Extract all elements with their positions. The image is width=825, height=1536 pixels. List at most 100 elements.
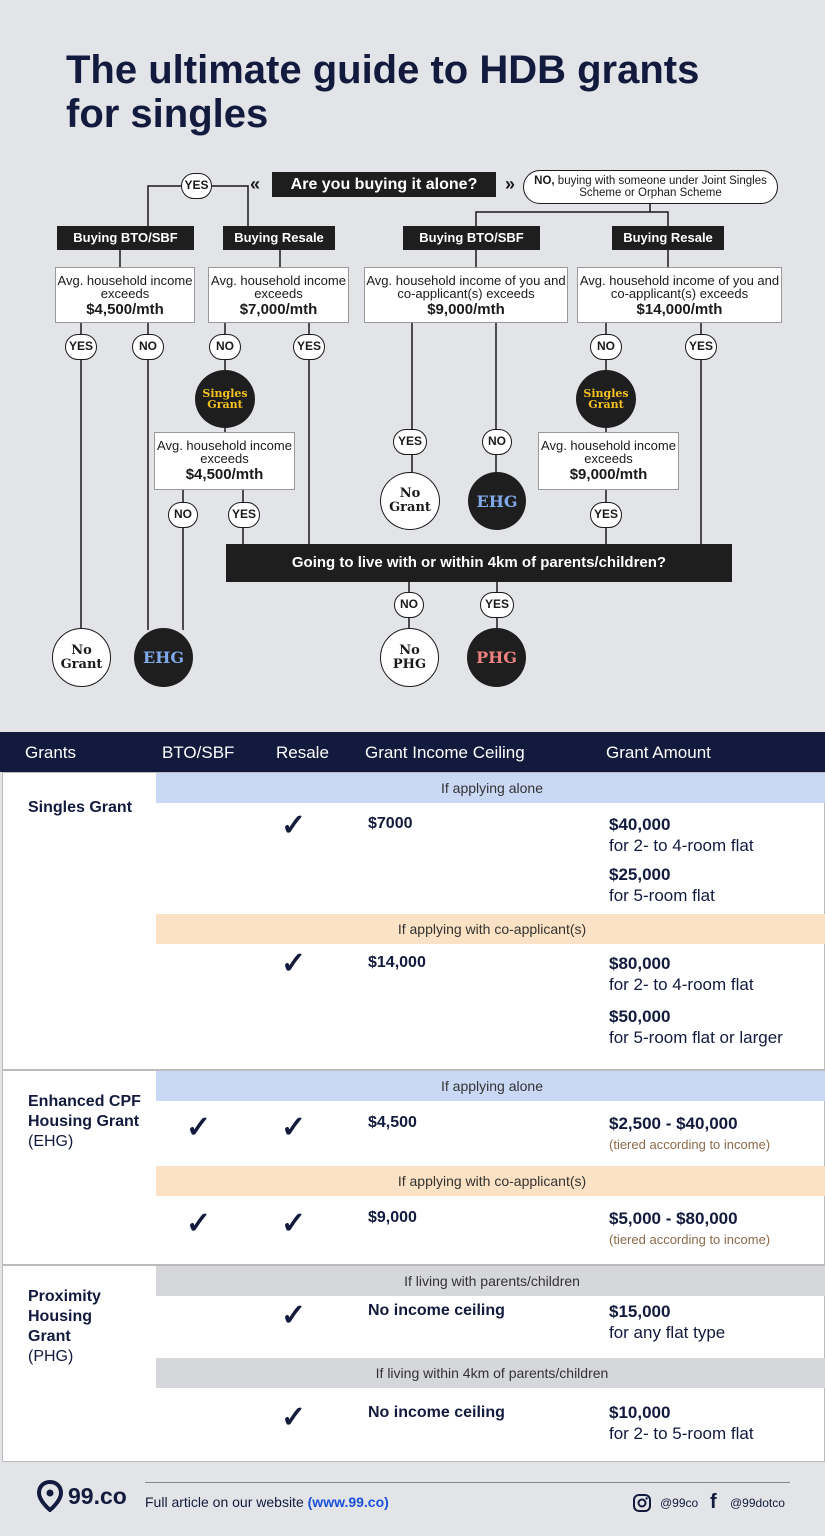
- box2-text: Avg. household income exceeds: [211, 273, 346, 301]
- facebook-icon: f: [710, 1491, 717, 1513]
- facebook-handle: @99dotco: [730, 1496, 785, 1510]
- phg-circle: PHG: [467, 628, 526, 687]
- header-grants: Grants: [25, 743, 77, 762]
- amount-value: $2,500 - $40,000: [609, 1114, 738, 1133]
- yes-label: YES: [293, 334, 325, 360]
- box4-text: Avg. household income of you and co-appl…: [579, 273, 780, 301]
- yes-label: YES: [590, 502, 622, 528]
- band-alone: If applying alone: [156, 773, 825, 803]
- tick-icon: ✓: [281, 947, 307, 980]
- phg-name-text: Proximity Housing Grant: [28, 1288, 101, 1345]
- header-income-ceiling: Grant Income Ceiling: [365, 743, 525, 762]
- instagram-handle: @99co: [660, 1496, 699, 1510]
- header-resale: Resale: [276, 743, 329, 762]
- box1-text: Avg. household income exceeds: [57, 273, 193, 301]
- logo: 99.co: [36, 1479, 127, 1517]
- instagram-icon: [633, 1494, 651, 1512]
- no-label: NO: [394, 592, 424, 618]
- no-option-pill: NO, buying with someone under Joint Sing…: [523, 170, 778, 204]
- box3-text: Avg. household income of you and co-appl…: [366, 273, 566, 301]
- band-alone: If applying alone: [156, 1071, 825, 1101]
- amount-value: $80,000: [609, 954, 671, 973]
- phg-amount-2: $10,000 for 2- to 5-room flat: [609, 1402, 754, 1444]
- income-box-1: Avg. household income exceeds$4,500/mth: [55, 267, 195, 323]
- ehg-name-text: Enhanced CPF Housing Grant: [28, 1093, 141, 1130]
- box2-value: $7,000/mth: [239, 301, 318, 318]
- no-option-bold: NO,: [534, 175, 555, 187]
- singles-grant-circle-left: Singles Grant: [195, 370, 255, 428]
- phg-abbr: (PHG): [28, 1348, 74, 1365]
- page-title: The ultimate guide to HDB grants for sin…: [66, 48, 806, 136]
- amount-desc: for 5-room flat or larger: [609, 1028, 783, 1047]
- footer-divider: [145, 1482, 790, 1483]
- no-label: NO: [168, 502, 198, 528]
- amount-value: $10,000: [609, 1403, 671, 1422]
- amount-desc: for 2- to 4-room flat: [609, 836, 754, 855]
- logo-text: 99.co: [68, 1483, 127, 1509]
- title-part1: The ultimate guide to: [66, 48, 480, 92]
- tick-icon: ✓: [281, 1401, 307, 1434]
- band-co-applicant: If applying with co-applicant(s): [156, 914, 825, 944]
- phg-section: Proximity Housing Grant (PHG) If living w…: [2, 1265, 825, 1462]
- chevron-left-icon: «: [250, 174, 261, 194]
- facebook-link[interactable]: f @99dotco: [710, 1491, 785, 1514]
- tick-icon: ✓: [186, 1111, 212, 1144]
- no-label: NO: [590, 334, 622, 360]
- no-phg-circle: No PHG: [380, 628, 439, 687]
- ehg-amount-1: $2,500 - $40,000(tiered according to inc…: [609, 1113, 770, 1155]
- table-header: Grants BTO/SBF Resale Grant Income Ceili…: [0, 732, 825, 772]
- tick-icon: ✓: [281, 1299, 307, 1332]
- instagram-link[interactable]: @99co: [632, 1493, 698, 1518]
- box6-value: $9,000/mth: [569, 466, 648, 483]
- tick-icon: ✓: [281, 809, 307, 842]
- title-part2: for singles: [66, 92, 269, 136]
- singles-amount-2: $25,000 for 5-room flat: [609, 864, 715, 906]
- header-grant-amount: Grant Amount: [606, 743, 711, 762]
- singles-ceiling-co: $14,000: [368, 954, 426, 971]
- location-pin-icon: [36, 1479, 64, 1513]
- tick-icon: ✓: [281, 1111, 307, 1144]
- no-label: NO: [132, 334, 164, 360]
- income-box-4: Avg. household income of you and co-appl…: [577, 267, 782, 323]
- ehg-abbr: (EHG): [28, 1133, 74, 1150]
- ehg-circle-middle: EHG: [468, 472, 526, 530]
- box3-value: $9,000/mth: [427, 301, 505, 318]
- no-label: NO: [482, 429, 512, 455]
- buying-resale-left: Buying Resale: [223, 226, 335, 250]
- ehg-name: Enhanced CPF Housing Grant (EHG): [28, 1092, 148, 1152]
- yes-label: YES: [393, 429, 427, 455]
- amount-desc: for 2- to 5-room flat: [609, 1424, 754, 1443]
- income-box-2: Avg. household income exceeds$7,000/mth: [208, 267, 349, 323]
- tick-icon: ✓: [186, 1207, 212, 1240]
- ehg-amount-2: $5,000 - $80,000(tiered according to inc…: [609, 1208, 770, 1250]
- buying-bto-right: Buying BTO/SBF: [403, 226, 540, 250]
- no-grant-circle-middle: No Grant: [380, 472, 440, 530]
- tick-icon: ✓: [281, 1207, 307, 1240]
- no-option-text: buying with someone under Joint Singles …: [557, 175, 767, 199]
- ehg-ceiling-co: $9,000: [368, 1209, 417, 1226]
- income-box-6: Avg. household income exceeds$9,000/mth: [538, 432, 679, 490]
- amount-value: $25,000: [609, 865, 671, 884]
- band-co-applicant: If applying with co-applicant(s): [156, 1166, 825, 1196]
- chevron-right-icon: »: [505, 174, 516, 194]
- amount-desc: for 5-room flat: [609, 886, 715, 905]
- singles-grant-circle-right: Singles Grant: [576, 370, 636, 428]
- phg-ceiling-near: No income ceiling: [368, 1404, 505, 1421]
- box5-value: $4,500/mth: [185, 466, 264, 483]
- yes-label: YES: [228, 502, 260, 528]
- yes-label: YES: [480, 592, 514, 618]
- amount-value: $15,000: [609, 1302, 671, 1321]
- no-grant-circle-left: No Grant: [52, 628, 111, 687]
- footer-article: Full article on our website (www.99.co): [145, 1494, 389, 1510]
- band-living-near: If living within 4km of parents/children: [156, 1358, 825, 1388]
- singles-grant-section: Singles Grant If applying alone ✓ $7000 …: [2, 772, 825, 1070]
- footer-website-link[interactable]: (www.99.co): [307, 1494, 389, 1510]
- yes-label: YES: [685, 334, 717, 360]
- phg-name: Proximity Housing Grant (PHG): [28, 1287, 138, 1367]
- header-bto: BTO/SBF: [162, 743, 235, 762]
- title-bold: HDB grants: [479, 48, 700, 92]
